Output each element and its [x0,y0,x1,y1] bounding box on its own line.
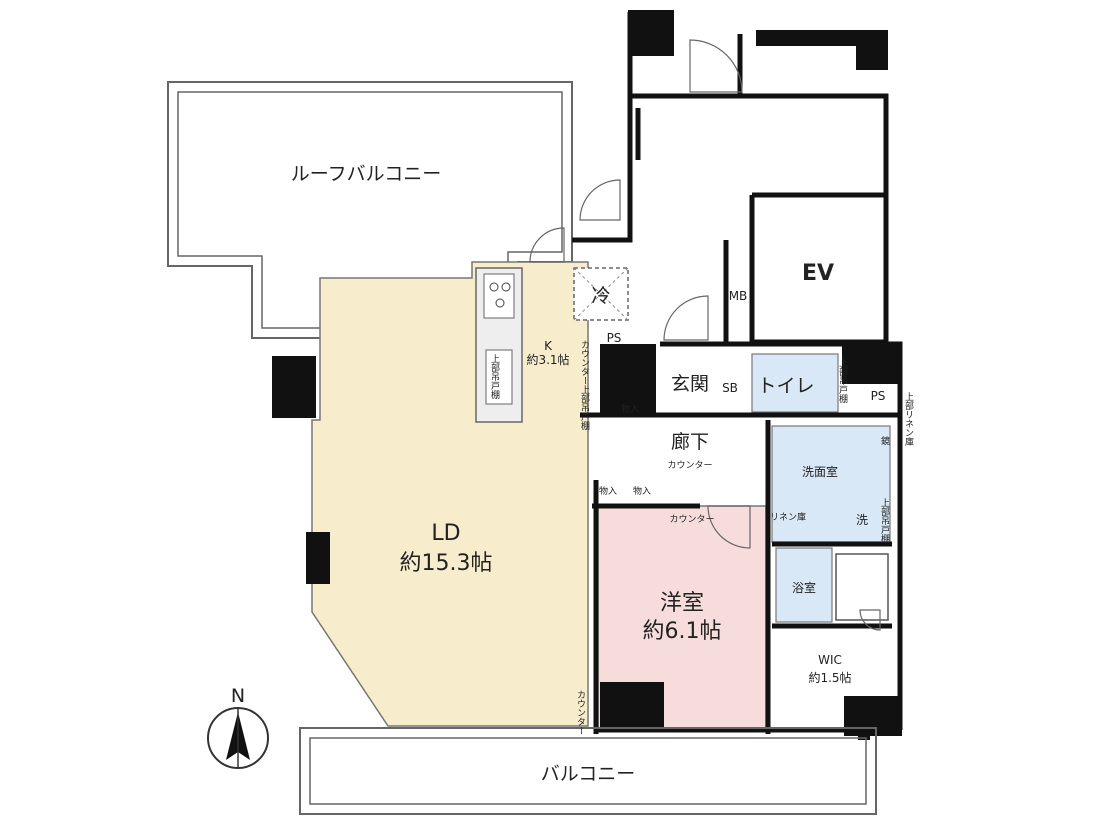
mb-label: MB [729,289,748,303]
stove-burner [489,282,499,292]
upper-cabinet-wash-label: 上部吊戸棚 [879,498,890,544]
toilet-label: トイレ [757,375,814,397]
kitchen-name-label: K [544,339,553,353]
sink [485,349,513,405]
storage-label-2: 物入 [599,485,617,497]
walls [572,12,903,734]
upper-linen-label: 上部リネン庫 [903,392,914,447]
balcony-label: バルコニー [541,763,636,785]
compass-north-label: N [231,685,245,707]
counter-kitchen-label: カウンター上部吊戸棚 [579,340,590,431]
washer-label: 洗 [856,513,868,527]
toilet-floor [751,353,839,413]
door-swings [529,39,881,631]
ld-name-label: LD [431,521,460,546]
fridge [573,267,629,321]
counter-label-2: カウンター [669,514,714,525]
kitchen-counter [475,267,523,423]
fridge-label: 冷 [591,285,610,307]
upper-cabinet-toilet-label: 上部吊戸棚 [837,358,848,404]
western-room-name-label: 洋室 [660,591,704,616]
ld-size-label: 約15.3帖 [400,551,493,576]
kitchen-size-label: 約3.1帖 [526,352,569,367]
upper-cabinet-k-label: 上部吊戸棚 [489,354,500,400]
roof-balcony-label: ルーフバルコニー [291,163,441,185]
storage-label-1: 物入 [621,403,639,415]
wall-blocks [272,10,902,740]
washroom-label: 洗面室 [802,464,838,479]
counter-ld-label: カウンター [575,690,586,735]
entrance-label: 玄関 [671,373,709,395]
ld-floor [311,261,589,727]
linen-label: リネン庫 [770,511,806,523]
stove-burner [495,298,505,308]
mirror-label: 鏡 [879,435,890,446]
bathroom-label: 浴室 [792,580,816,595]
western-room-size-label: 約6.1帖 [643,619,722,644]
bathroom-floor [775,547,833,623]
washroom-floor [771,425,891,543]
hallway-label: 廊下 [671,431,709,453]
elevator-label: EV [802,261,834,286]
sb-label: SB [722,381,738,395]
balcony [299,727,877,815]
wic-size-label: 約1.5帖 [808,670,851,685]
bathtub [835,553,889,621]
storage-label-3: 物入 [633,485,651,497]
counter-label-1: カウンター [667,460,712,471]
ps-label-2: PS [871,389,886,403]
compass: N [207,685,269,769]
stove-burner [501,282,511,292]
ps-label-1: PS [607,331,622,345]
wic-name-label: WIC [818,653,842,667]
